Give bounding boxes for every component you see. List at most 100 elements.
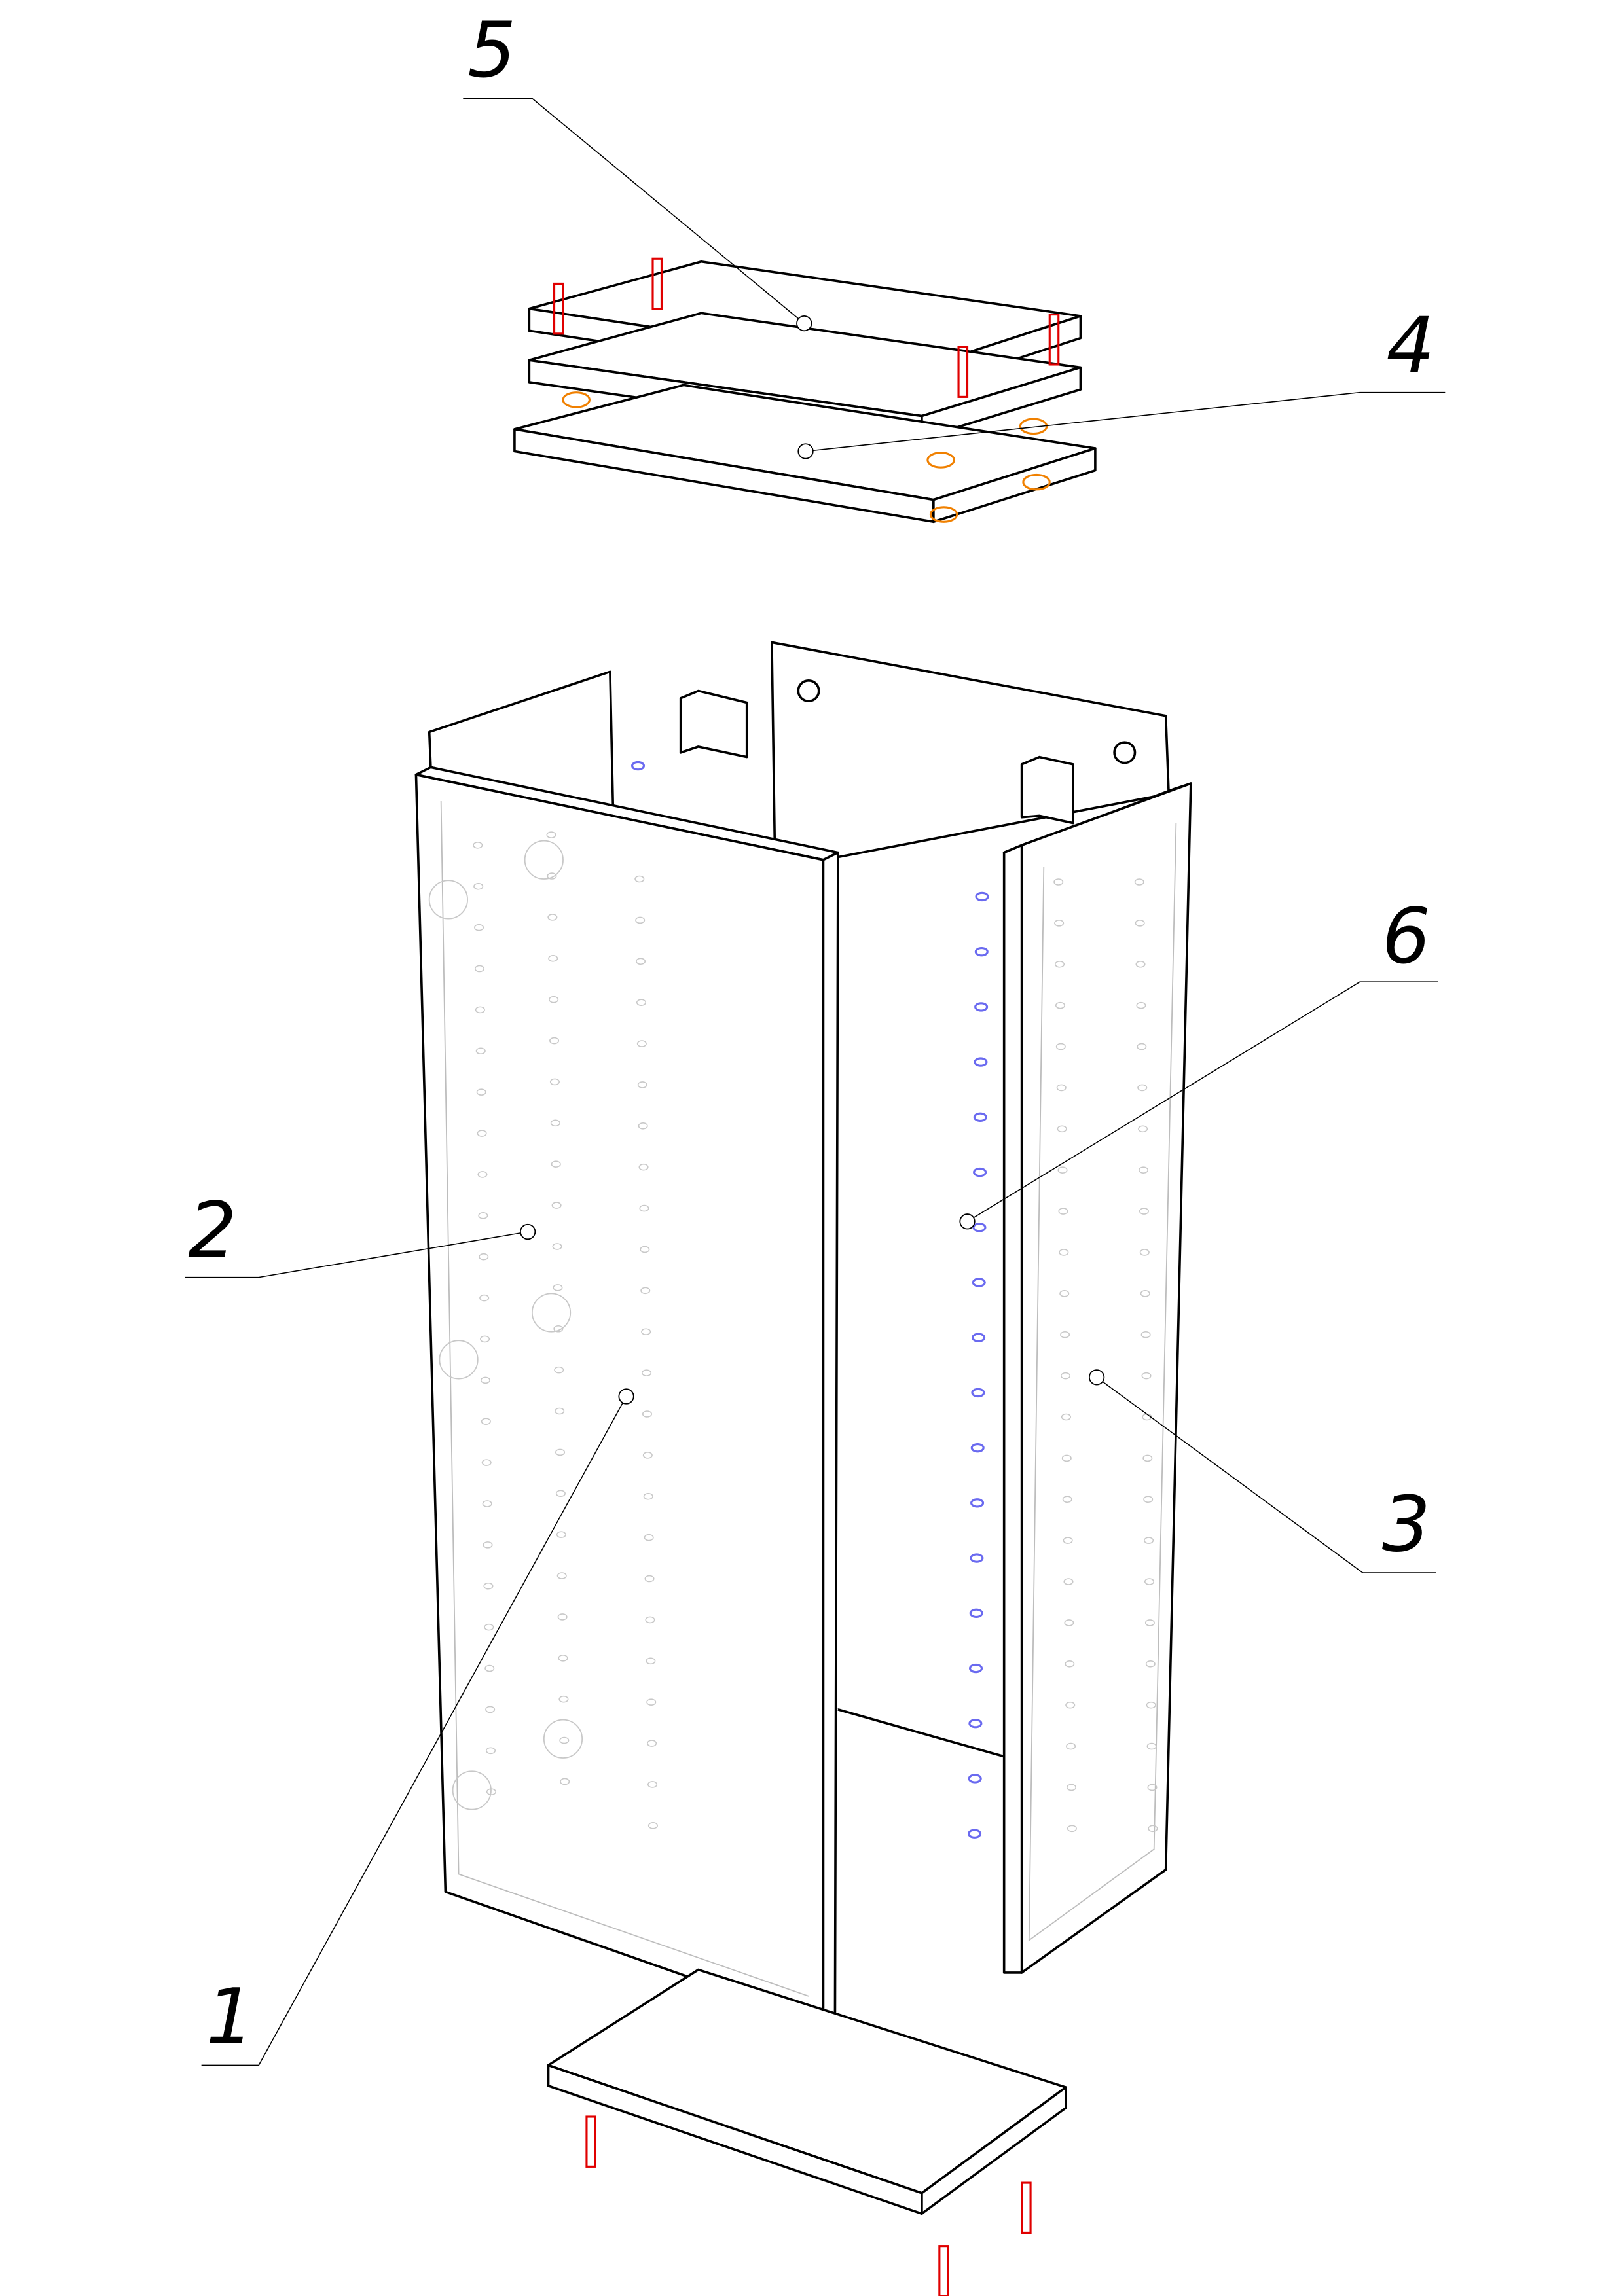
hardware (428, 257, 1158, 2296)
drill-hole-icon (1137, 1043, 1147, 1050)
callout-6: 6 (959, 892, 1438, 1230)
drill-hole-icon (483, 1582, 494, 1590)
drill-hole-icon (484, 1623, 494, 1631)
drill-hole-icon (640, 1246, 650, 1253)
drill-hole-icon (1061, 1413, 1071, 1421)
drill-hole-icon (636, 958, 646, 965)
drill-hole-icon (486, 1747, 496, 1755)
drill-hole-icon (1067, 1825, 1077, 1833)
drill-hole-icon (558, 1655, 568, 1662)
drill-hole-icon (636, 999, 646, 1006)
shelf-pin-icon (975, 891, 989, 902)
screw-icon (957, 346, 969, 398)
drill-hole-icon (547, 872, 557, 880)
drill-hole-icon (641, 1328, 651, 1336)
drill-hole-icon (1057, 1125, 1067, 1133)
drill-hole-icon (479, 1253, 489, 1261)
shelf-pin-icon (974, 946, 989, 957)
drill-hole-icon (552, 1243, 562, 1250)
drill-hole-icon (482, 1500, 492, 1507)
drill-hole-icon (1136, 1001, 1146, 1009)
drill-hole-icon (1135, 960, 1146, 968)
shelf-pin-icon (630, 761, 646, 771)
cam-hole-icon (439, 1340, 479, 1380)
drill-hole-icon (554, 1366, 564, 1374)
drill-hole-icon (481, 1459, 492, 1466)
drill-hole-icon (1137, 1084, 1148, 1092)
shelf-pin-icon (970, 1553, 984, 1563)
drill-hole-icon (1135, 920, 1145, 927)
drill-hole-icon (1144, 1537, 1154, 1544)
drill-hole-icon (485, 1706, 496, 1713)
cam-hole-icon (428, 880, 468, 920)
drill-hole-icon (645, 1616, 655, 1624)
drill-hole-icon (483, 1541, 493, 1549)
drill-hole-icon (635, 916, 646, 924)
drill-hole-icon (549, 1037, 560, 1045)
drill-hole-icon (1060, 1331, 1070, 1338)
drill-hole-icon (1053, 878, 1064, 886)
screw-icon (553, 282, 564, 335)
drill-hole-icon (479, 1294, 490, 1302)
drill-hole-icon (551, 1160, 561, 1168)
drill-hole-icon (475, 1006, 485, 1014)
drill-hole-icon (1063, 1578, 1074, 1585)
cam-hole-icon (543, 1719, 583, 1759)
drill-hole-icon (1066, 1742, 1076, 1750)
screw-icon (585, 2115, 596, 2168)
cam-hole-icon (531, 1293, 572, 1333)
drill-hole-icon (1055, 1001, 1065, 1009)
drill-hole-icon (555, 1448, 566, 1456)
drill-hole-icon (1142, 1454, 1153, 1462)
drill-hole-icon (480, 1335, 490, 1343)
drill-hole-icon (1146, 1701, 1156, 1709)
drill-hole-icon (1055, 960, 1065, 968)
drill-hole-icon (1057, 1166, 1068, 1174)
screw-icon (651, 257, 663, 310)
shelf-pin-icon (971, 1388, 985, 1398)
drill-hole-icon (560, 1778, 570, 1785)
label-part-6: 6 (1382, 892, 1431, 981)
label-part-3: 3 (1382, 1480, 1431, 1569)
drill-hole-icon (1059, 1290, 1070, 1297)
drill-hole-icon (642, 1452, 653, 1459)
side-panel-3 (1002, 782, 1192, 1974)
drill-hole-icon (1141, 1372, 1152, 1380)
drill-hole-icon (546, 831, 556, 838)
drill-hole-icon (559, 1736, 570, 1744)
shelf-pin-icon (974, 1057, 988, 1067)
drill-hole-icon (1134, 878, 1144, 886)
drill-hole-icon (555, 1407, 565, 1415)
shelf-pin-icon (968, 1719, 983, 1729)
drill-hole-icon (1063, 1537, 1073, 1544)
drill-hole-icon (1139, 1166, 1149, 1174)
label-part-5: 5 (467, 6, 516, 95)
drill-hole-icon (1054, 920, 1065, 927)
drill-hole-icon (1066, 1784, 1077, 1791)
drill-hole-icon (1145, 1660, 1156, 1668)
shelf-pin-icon (968, 1774, 982, 1784)
callout-4: 4 (797, 301, 1446, 459)
drill-hole-icon (556, 1531, 566, 1538)
drill-hole-icon (1140, 1290, 1150, 1297)
drill-hole-icon (547, 914, 558, 921)
drill-hole-icon (480, 1376, 490, 1384)
shelf-pin-icon (972, 1333, 986, 1342)
drill-hole-icon (644, 1575, 655, 1583)
drill-hole-icon (557, 1613, 568, 1621)
drill-hole-icon (556, 1572, 567, 1579)
bottom-panel (547, 1968, 1067, 2215)
drill-hole-icon (647, 1740, 657, 1747)
drill-hole-icon (1056, 1084, 1067, 1092)
drill-hole-icon (558, 1695, 569, 1703)
shelf-pin-icon (973, 1112, 987, 1122)
shelf-4 (513, 384, 1097, 524)
shelf-pin-icon (970, 1443, 985, 1453)
drill-hole-icon (473, 842, 483, 849)
drill-hole-icon (476, 1088, 486, 1096)
drill-hole-icon (551, 1202, 562, 1209)
drill-hole-icon (1139, 1249, 1150, 1256)
drill-hole-icon (637, 1081, 647, 1088)
cam-lock-icon (929, 506, 958, 523)
shelf-pin-icon (973, 1167, 987, 1177)
